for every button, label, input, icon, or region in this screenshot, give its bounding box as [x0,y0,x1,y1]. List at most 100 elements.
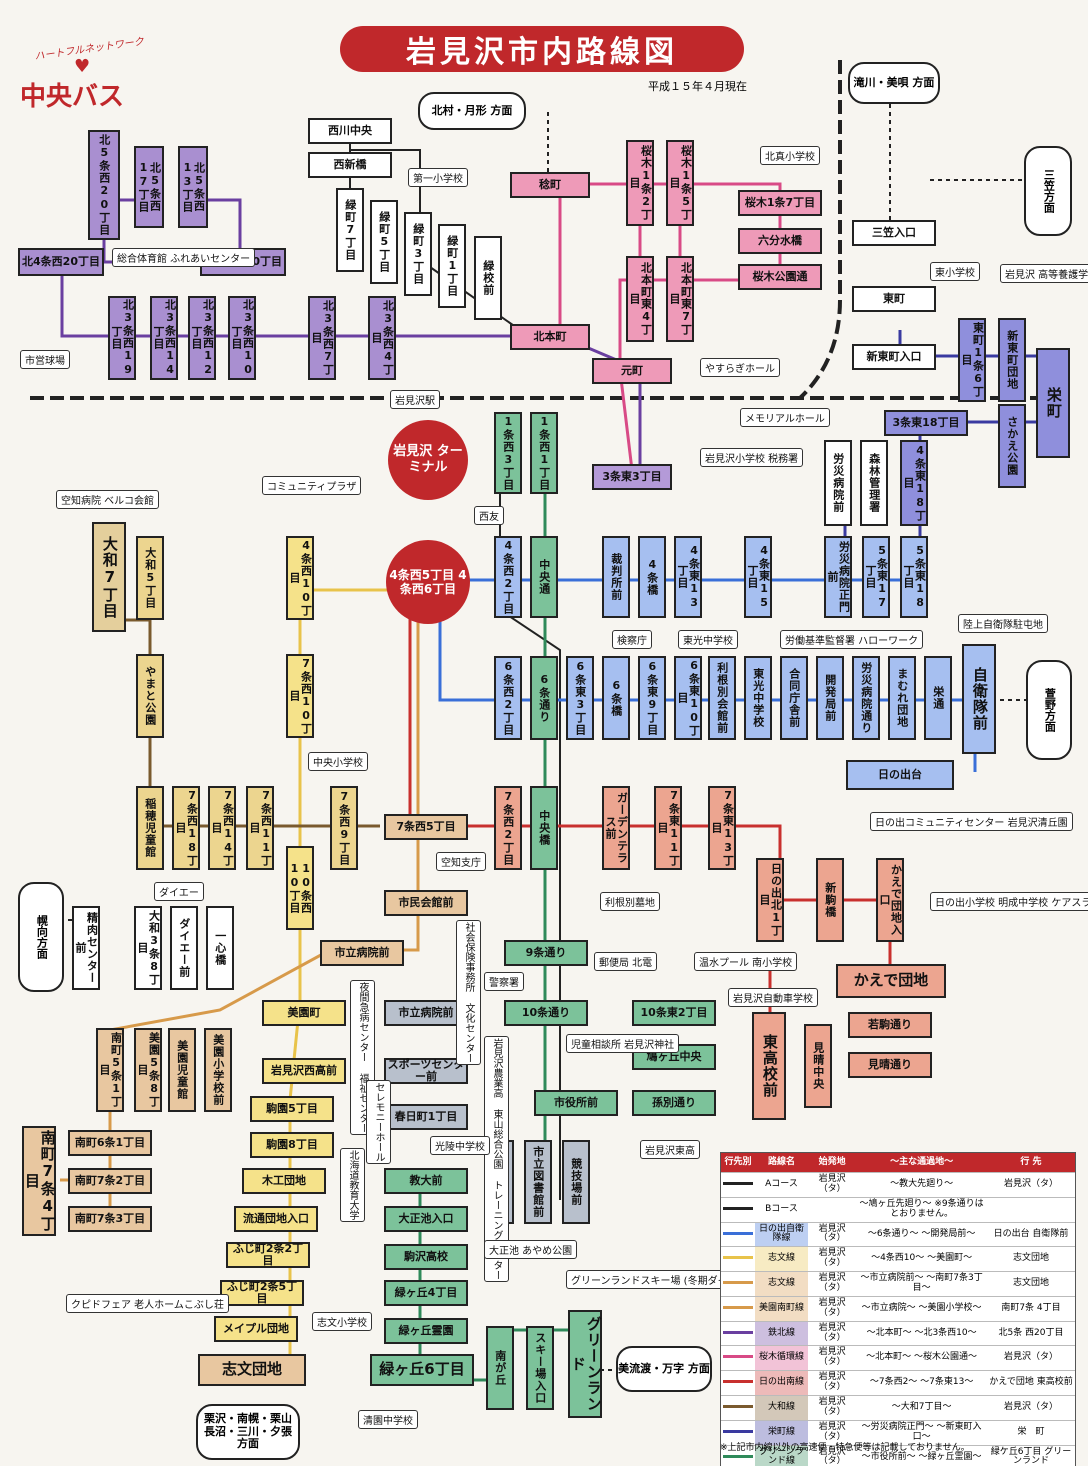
stop-s118[interactable]: 志文団地 [198,1354,306,1386]
stop-s63[interactable]: まむれ団地 [888,656,916,740]
stop-s116[interactable]: ふじ町2条5丁目 [220,1280,304,1306]
stop-s59[interactable]: 東光中学校 [744,656,772,740]
stop-s14[interactable]: 緑町7丁目 [336,188,364,272]
stop-s54[interactable]: 6条東3丁目 [566,656,594,740]
stop-s45[interactable]: 裁判所前 [602,536,630,618]
stop-s114[interactable]: 流通団地入口 [234,1206,318,1232]
stop-s26[interactable]: 北本町東7丁目 [666,256,694,342]
stop-s4[interactable]: 北4条西20丁目 [18,248,104,276]
stop-s19[interactable]: 稔町 [510,172,590,198]
stop-s130[interactable]: 緑ヶ丘6丁目 [370,1354,474,1386]
stop-s125[interactable]: 教大前 [384,1168,468,1194]
stop-s43[interactable]: 4条西2丁目 [494,536,522,618]
stop-s23[interactable]: 六分水橋 [738,228,822,254]
stop-s135[interactable]: スキー場入口 [526,1326,554,1410]
stop-s57[interactable]: 6条東10丁目 [674,656,702,740]
stop-s111[interactable]: 駒園5丁目 [250,1096,334,1122]
stop-s115[interactable]: ふじ町2条2丁目 [226,1242,310,1268]
stop-s15[interactable]: 緑町5丁目 [370,200,398,284]
stop-s42[interactable]: 3条東3丁目 [592,464,672,490]
stop-s112[interactable]: 駒園8丁目 [250,1132,334,1158]
stop-s16[interactable]: 緑町3丁目 [404,212,432,296]
stop-s34[interactable]: 栄町 [1036,348,1070,458]
stop-s29[interactable]: 三笠入口 [852,220,936,246]
stop-s87[interactable]: かえで団地 [836,964,946,998]
stop-s61[interactable]: 開発局前 [816,656,844,740]
stop-s58[interactable]: 利根別会館前 [708,656,736,740]
stop-s94[interactable]: 9条通り [504,940,588,966]
stop-s46[interactable]: 4条橋 [638,536,666,618]
stop-s68[interactable]: 大和5丁目 [136,536,164,620]
stop-s27[interactable]: 北本町 [510,324,590,350]
stop-s8[interactable]: 北3条西12丁目 [188,296,216,380]
stop-s67[interactable]: 大和7丁目 [92,522,126,632]
stop-s21[interactable]: 桜木1条5丁目 [666,140,694,226]
stop-s74[interactable]: 7条西14丁目 [208,786,236,870]
stop-s124[interactable]: 春日町1丁目 [384,1104,468,1130]
stop-s51[interactable]: 5条東18丁目 [900,536,928,618]
stop-s38[interactable]: 森林管理署 [860,440,888,526]
stop-s109[interactable]: 美園小学校前 [204,1028,232,1112]
stop-s84[interactable]: 日の出北1丁目 [756,858,784,942]
stop-s108[interactable]: 美園児童館 [168,1028,196,1112]
stop-s96[interactable]: 10条東2丁目 [632,1000,716,1026]
stop-s78[interactable]: 7条西2丁目 [494,786,522,870]
stop-s106[interactable]: 南町5条1丁目 [96,1028,124,1112]
stop-s73[interactable]: 7条西18丁目 [172,786,200,870]
stop-s85[interactable]: 新駒橋 [816,858,844,942]
stop-s126[interactable]: 大正池入口 [384,1206,468,1232]
stop-s90[interactable]: 見晴中央 [804,1024,832,1108]
stop-s71[interactable]: 7条西10丁目 [286,654,314,738]
stop-s101[interactable]: 大和3条8丁目 [134,906,162,990]
stop-s6[interactable]: 北3条西19丁目 [108,296,136,380]
stop-s33[interactable]: 新東町団地 [998,318,1026,402]
terminal-circle[interactable]: 岩見沢 ターミナル [388,420,468,500]
hub-circle[interactable]: 4条西5丁目 4条西6丁目 [386,540,470,624]
stop-s32[interactable]: 東町1条6丁目 [958,318,986,402]
stop-s39[interactable]: 労災病院前 [824,440,852,526]
stop-s110[interactable]: 岩見沢西高前 [262,1058,346,1084]
stop-s81[interactable]: 7条東11丁目 [654,786,682,870]
stop-s2[interactable]: 北5条西17丁目 [134,146,164,228]
stop-s65[interactable]: 自衛隊前 [962,644,996,754]
stop-s100[interactable]: 精肉センター前 [72,906,100,990]
stop-s22[interactable]: 桜木1条7丁目 [738,190,822,216]
stop-s28[interactable]: 元町 [592,358,672,384]
stop-s9[interactable]: 北3条西10丁目 [228,296,256,380]
stop-s41[interactable]: 1条西1丁目 [530,412,558,494]
stop-s30[interactable]: 東町 [852,286,936,312]
stop-s88[interactable]: 若駒通り [848,1012,932,1038]
stop-s36[interactable]: 3条東18丁目 [884,410,968,436]
stop-s136[interactable]: グリーンランド [568,1310,603,1418]
stop-s133[interactable]: 競技場前 [562,1140,590,1224]
stop-s121[interactable]: 南町7条2丁目 [68,1168,152,1194]
stop-s93[interactable]: 市立病院前 [384,1000,468,1026]
stop-s70[interactable]: 4条西10丁目 [286,536,314,620]
stop-s132[interactable]: 市立図書館前 [524,1140,552,1224]
stop-s92[interactable]: 市民会館前 [384,890,468,916]
stop-s50[interactable]: 5条東17丁目 [862,536,890,618]
stop-s127[interactable]: 駒沢高校 [384,1244,468,1270]
stop-s52[interactable]: 6条西2丁目 [494,656,522,740]
stop-s91[interactable]: 東高校前 [752,1012,786,1120]
stop-s7[interactable]: 北3条西14丁目 [150,296,178,380]
stop-s60[interactable]: 合同庁舎前 [780,656,808,740]
stop-s79[interactable]: 中央橋 [530,786,558,870]
stop-s98[interactable]: 孫別通り [632,1090,716,1116]
stop-s117[interactable]: メイプル団地 [214,1316,298,1342]
stop-s20[interactable]: 桜木1条2丁目 [626,140,654,226]
stop-s24[interactable]: 桜木公園通 [738,264,822,290]
stop-s13[interactable]: 西新橋 [308,152,392,178]
stop-s76[interactable]: 7条西9丁目 [330,786,358,870]
stop-s44[interactable]: 中央通 [530,536,558,618]
stop-s104[interactable]: 市立病院前 [320,940,404,966]
stop-s66[interactable]: 日の出台 [846,760,954,790]
stop-s134[interactable]: 南が丘 [486,1326,514,1410]
stop-s62[interactable]: 労災病院通り [852,656,880,740]
stop-s120[interactable]: 南町6条1丁目 [68,1130,152,1156]
stop-s17[interactable]: 緑町1丁目 [438,224,466,308]
stop-s83[interactable]: 10条西10丁目 [286,846,314,930]
stop-s37[interactable]: 4条東18丁目 [900,440,928,526]
stop-s103[interactable]: 一心橋 [206,906,234,990]
stop-s56[interactable]: 6条東9丁目 [638,656,666,740]
